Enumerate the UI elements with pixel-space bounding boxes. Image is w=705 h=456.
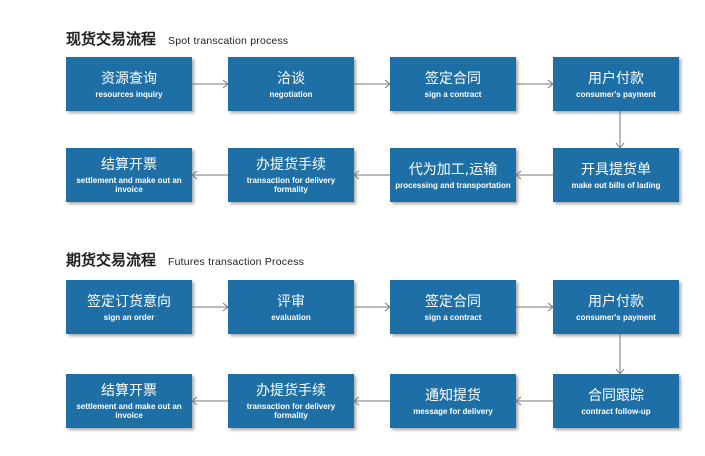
spot-title-en: Spot transcation process [168, 35, 289, 47]
arrowhead-right [384, 79, 391, 89]
step-label-cn: 签定合同 [425, 293, 481, 310]
step-label-en: make out bills of lading [571, 180, 661, 190]
futures-title-cn: 期货交易流程 [66, 251, 157, 269]
arrowhead-left [515, 396, 522, 406]
futures-step-sign-order: 签定订货意向 sign an order [66, 280, 192, 334]
spot-step-negotiation: 洽谈 negotiation [228, 57, 354, 111]
step-label-en: settlement and make out an invoice [76, 176, 182, 194]
spot-step-resources-inquiry: 资源查询 resources inquiry [66, 57, 192, 111]
futures-step-message-delivery: 通知提货 message for delivery [390, 374, 516, 428]
step-label-cn: 合同跟踪 [588, 387, 644, 404]
step-label-en: resources inquiry [95, 89, 163, 99]
arrowhead-left [353, 396, 360, 406]
step-label-en: sign an order [103, 312, 155, 322]
step-label-cn: 开具提货单 [581, 161, 651, 178]
step-label-cn: 结算开票 [101, 157, 157, 173]
futures-step-contract-follow-up: 合同跟踪 contract follow-up [553, 374, 679, 428]
futures-step-delivery-formality: 办提货手续 transaction for delivery formality [228, 374, 354, 428]
spot-step-sign-contract: 签定合同 sign a contract [390, 57, 516, 111]
step-label-cn: 资源查询 [101, 70, 157, 87]
arrowhead-right [384, 302, 391, 312]
futures-section-title: 期货交易流程 Futures transaction Process [66, 249, 304, 270]
step-label-en: processing and transportation [395, 180, 511, 190]
step-label-cn: 评审 [277, 293, 305, 310]
step-label-cn: 办提货手续 [256, 157, 326, 173]
spot-step-consumer-payment: 用户付款 consumer's payment [553, 57, 679, 111]
step-label-cn: 签定订货意向 [87, 293, 171, 310]
futures-step-sign-contract: 签定合同 sign a contract [390, 280, 516, 334]
futures-step-consumer-payment: 用户付款 consumer's payment [553, 280, 679, 334]
step-label-cn: 结算开票 [101, 383, 157, 399]
spot-step-processing-transportation: 代为加工,运输 processing and transportation [390, 148, 516, 202]
spot-step-settlement-invoice: 结算开票 settlement and make out an invoice [66, 148, 192, 202]
arrowhead-left [191, 170, 198, 180]
step-label-cn: 通知提货 [425, 387, 481, 404]
step-label-cn: 洽谈 [277, 70, 305, 87]
arrowhead-right [222, 302, 229, 312]
futures-title-en: Futures transaction Process [168, 256, 305, 268]
step-label-en: sign a contract [424, 89, 482, 99]
step-label-en: transaction for delivery formality [246, 402, 336, 420]
arrowhead-left [353, 170, 360, 180]
arrowhead-right [547, 79, 554, 89]
step-label-cn: 用户付款 [588, 70, 644, 87]
step-label-en: transaction for delivery formality [246, 176, 336, 194]
step-label-en: sign a contract [424, 312, 482, 322]
step-label-en: message for delivery [413, 406, 493, 416]
spot-title-cn: 现货交易流程 [66, 30, 157, 48]
arrowhead-right [222, 79, 229, 89]
step-label-en: consumer's payment [576, 89, 656, 99]
arrowhead-down [615, 368, 625, 375]
step-label-cn: 代为加工,运输 [408, 161, 498, 178]
arrowhead-left [515, 170, 522, 180]
futures-step-evaluation: 评审 evaluation [228, 280, 354, 334]
step-label-en: negotiation [269, 89, 313, 99]
spot-step-bills-of-lading: 开具提货单 make out bills of lading [553, 148, 679, 202]
arrowhead-left [191, 396, 198, 406]
step-label-cn: 办提货手续 [256, 383, 326, 399]
spot-section-title: 现货交易流程 Spot transcation process [66, 28, 288, 49]
step-label-en: contract follow-up [581, 406, 651, 416]
step-label-en: consumer's payment [576, 312, 656, 322]
futures-step-settlement-invoice: 结算开票 settlement and make out an invoice [66, 374, 192, 428]
step-label-en: evaluation [271, 312, 311, 322]
step-label-en: settlement and make out an invoice [76, 402, 182, 420]
arrowhead-down [615, 142, 625, 149]
step-label-cn: 用户付款 [588, 293, 644, 310]
step-label-cn: 签定合同 [425, 70, 481, 87]
arrowhead-right [547, 302, 554, 312]
spot-step-delivery-formality: 办提货手续 transaction for delivery formality [228, 148, 354, 202]
